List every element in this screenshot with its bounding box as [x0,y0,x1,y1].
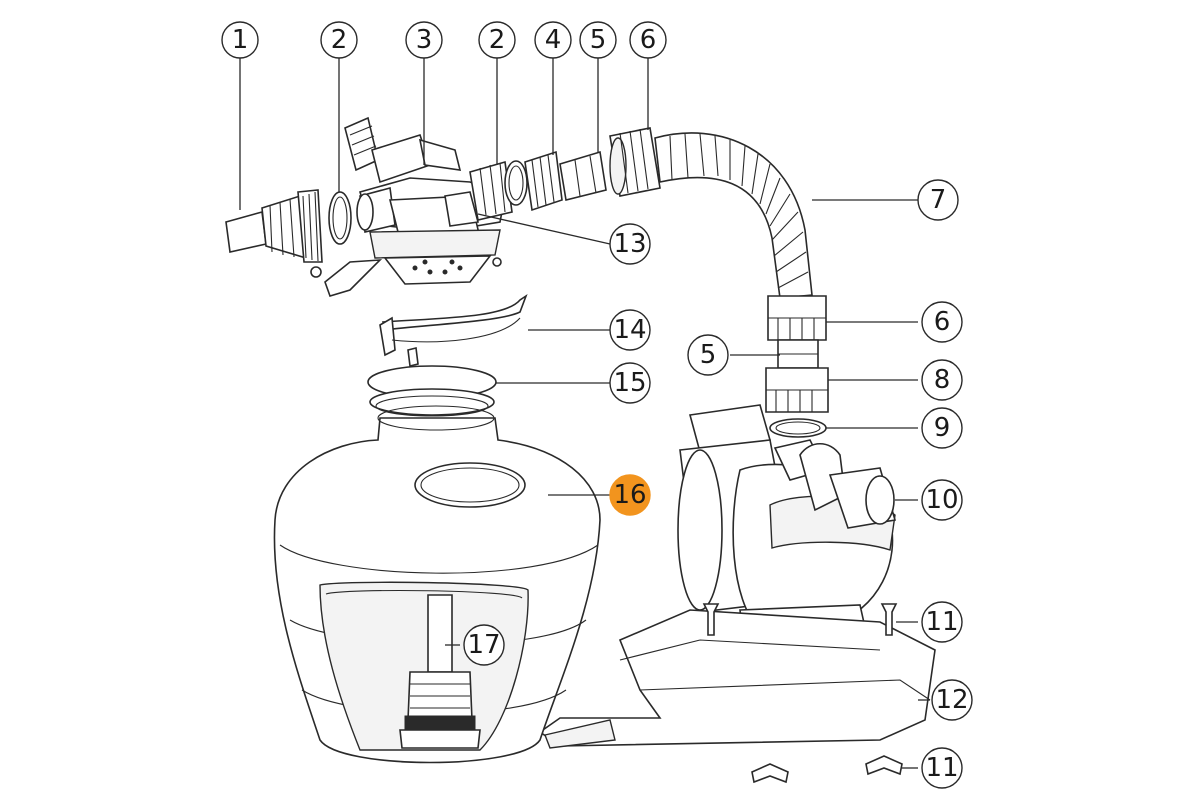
callout-2-left: 2 [320,21,358,59]
part-5-connector-lower [777,339,819,369]
part-3-multiport-valve [344,116,513,259]
svg-text:4: 4 [545,25,562,55]
part-7-hose [654,132,813,299]
part-12-base [538,609,936,749]
callout-10: 10 [921,479,963,521]
svg-text:5: 5 [700,340,717,370]
part-4-union-nut [524,150,563,212]
leader-lines [239,58,930,769]
callout-5-lower: 5 [687,334,729,376]
callout-14: 14 [609,309,651,351]
svg-text:1: 1 [232,25,249,55]
svg-text:2: 2 [489,25,506,55]
callout-8: 8 [921,359,963,401]
part-8-union [765,367,829,413]
callout-4: 4 [534,21,572,59]
svg-text:6: 6 [934,307,951,337]
part-5-connector-top [559,150,607,201]
callout-15: 15 [609,362,651,404]
svg-text:12: 12 [935,685,968,715]
svg-text:15: 15 [613,368,646,398]
callout-13: 13 [609,223,651,265]
svg-text:3: 3 [416,25,433,55]
svg-text:9: 9 [934,413,951,443]
callout-1: 1 [221,21,259,59]
part-11-screws [702,603,903,784]
callout-7: 7 [917,179,959,221]
part-16-tank [273,405,601,764]
svg-text:5: 5 [590,25,607,55]
callout-2-right: 2 [478,21,516,59]
callout-11-upper: 11 [921,601,963,643]
leader-13 [477,213,611,245]
part-6-nut-lower [767,295,827,341]
svg-text:17: 17 [467,630,500,660]
part-1-hose-adapter [225,189,323,263]
part-17-laterals [399,594,481,749]
callout-6-lower: 6 [921,301,963,343]
part-6-nut-top [609,127,661,197]
callout-16-highlighted: 16 [609,474,651,516]
part-14-clamp [379,293,528,357]
svg-text:11: 11 [925,753,958,783]
svg-text:13: 13 [613,229,646,259]
callout-5-top: 5 [579,21,617,59]
svg-text:7: 7 [930,185,947,215]
svg-text:14: 14 [613,315,646,345]
callout-17: 17 [463,624,505,666]
svg-text:10: 10 [925,485,958,515]
callout-3: 3 [405,21,443,59]
svg-text:11: 11 [925,607,958,637]
callout-11-lower: 11 [921,747,963,789]
svg-text:6: 6 [640,25,657,55]
callout-9: 9 [921,407,963,449]
callout-12: 12 [931,679,973,721]
callout-6-top: 6 [629,21,667,59]
part-2-o-ring-right [504,160,528,206]
part-9-o-ring [769,418,827,438]
svg-text:8: 8 [934,365,951,395]
part-13-valve-strainer [310,255,502,297]
part-2-o-ring-left [328,191,352,245]
svg-text:2: 2 [331,25,348,55]
svg-text:16: 16 [613,480,646,510]
